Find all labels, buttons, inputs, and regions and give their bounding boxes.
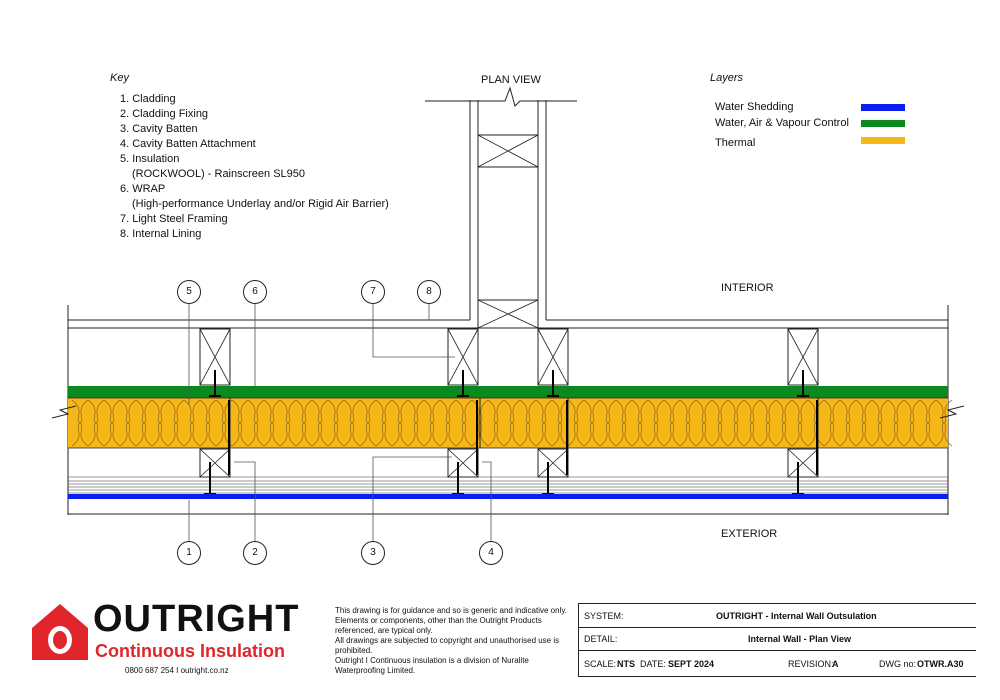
key-item: 2. Cladding Fixing <box>120 108 209 120</box>
scale-value: NTS <box>617 659 635 669</box>
legend-swatch-water-shedding <box>861 104 905 111</box>
key-item: 1. Cladding <box>120 93 176 105</box>
logo-tagline: Continuous Insulation <box>95 641 285 661</box>
title-block-divider <box>578 650 976 651</box>
plan-view-label: PLAN VIEW <box>481 74 541 86</box>
detail-label: DETAIL: <box>584 634 618 644</box>
logo-name: OUTRIGHT <box>93 598 300 640</box>
internal-wall <box>425 86 577 329</box>
key-item: (High-performance Underlay and/or Rigid … <box>132 198 389 210</box>
disclaimer: This drawing is for guidance and so is g… <box>335 606 567 676</box>
disclaimer-line: Elements or components, other than the O… <box>335 616 542 625</box>
date-label: DATE: <box>640 659 666 669</box>
legend-swatch-vapour-control <box>861 120 905 127</box>
steel-framing-studs <box>199 328 819 386</box>
key-title: Key <box>110 72 129 84</box>
dwg-value: OTWR.A30 <box>917 659 964 669</box>
disclaimer-line: prohibited. <box>335 646 373 655</box>
disclaimer-line: Outright I Continuous insulation is a di… <box>335 656 529 665</box>
dwg-label: DWG no: <box>879 659 917 669</box>
disclaimer-line: referenced, are typical only. <box>335 626 433 635</box>
wall-plan-drawing <box>51 86 965 541</box>
legend-label-vapour-control: Water, Air & Vapour Control <box>715 117 849 129</box>
callout-3: 3 <box>361 541 385 565</box>
contact-info: 0800 687 254 I outright.co.nz <box>125 666 229 675</box>
detail-value: Internal Wall - Plan View <box>748 634 852 644</box>
title-block-border <box>578 603 976 604</box>
title-block-divider <box>578 676 976 677</box>
interior-label: INTERIOR <box>721 282 774 294</box>
legend-label-water-shedding: Water Shedding <box>715 101 794 113</box>
callout-2: 2 <box>243 541 267 565</box>
disclaimer-line: All drawings are subjected to copyright … <box>335 636 560 645</box>
callout-4: 4 <box>479 541 503 565</box>
disclaimer-line: Waterproofing Limited. <box>335 666 416 675</box>
callout-8: 8 <box>417 280 441 304</box>
cladding-lines <box>68 476 948 494</box>
system-label: SYSTEM: <box>584 611 624 621</box>
system-value: OUTRIGHT - Internal Wall Outsulation <box>716 611 877 621</box>
layers-title: Layers <box>710 72 744 84</box>
title-block-divider <box>578 627 976 628</box>
callout-7: 7 <box>361 280 385 304</box>
key-item: 3. Cavity Batten <box>120 123 198 135</box>
wrap-layer <box>68 386 948 398</box>
logo-house-icon <box>32 604 88 660</box>
scale-label: SCALE: <box>584 659 617 669</box>
disclaimer-line: This drawing is for guidance and so is g… <box>335 606 567 615</box>
key-item: 7. Light Steel Framing <box>120 213 228 225</box>
cavity-batten-boxes <box>199 448 819 478</box>
insulation-layer <box>51 397 965 449</box>
legend-label-thermal: Thermal <box>715 137 756 149</box>
revision-label: REVISION: <box>788 659 834 669</box>
date-value: SEPT 2024 <box>668 659 715 669</box>
exterior-label: EXTERIOR <box>721 528 778 540</box>
key-item: 5. Insulation <box>120 153 180 165</box>
callout-6: 6 <box>243 280 267 304</box>
title-block-left-border <box>578 603 579 676</box>
key-item: 8. Internal Lining <box>120 228 202 240</box>
leader-lines <box>188 302 492 541</box>
cladding-layer <box>68 494 948 499</box>
key-item: 4. Cavity Batten Attachment <box>120 138 256 150</box>
revision-value: A <box>832 659 839 669</box>
key-item: 6. WRAP <box>120 183 166 195</box>
legend-swatch-thermal <box>861 137 905 144</box>
callout-1: 1 <box>177 541 201 565</box>
callout-5: 5 <box>177 280 201 304</box>
key-item: (ROCKWOOL) - Rainscreen SL950 <box>132 168 305 180</box>
key-list: 1. Cladding 2. Cladding Fixing 3. Cavity… <box>120 92 389 242</box>
